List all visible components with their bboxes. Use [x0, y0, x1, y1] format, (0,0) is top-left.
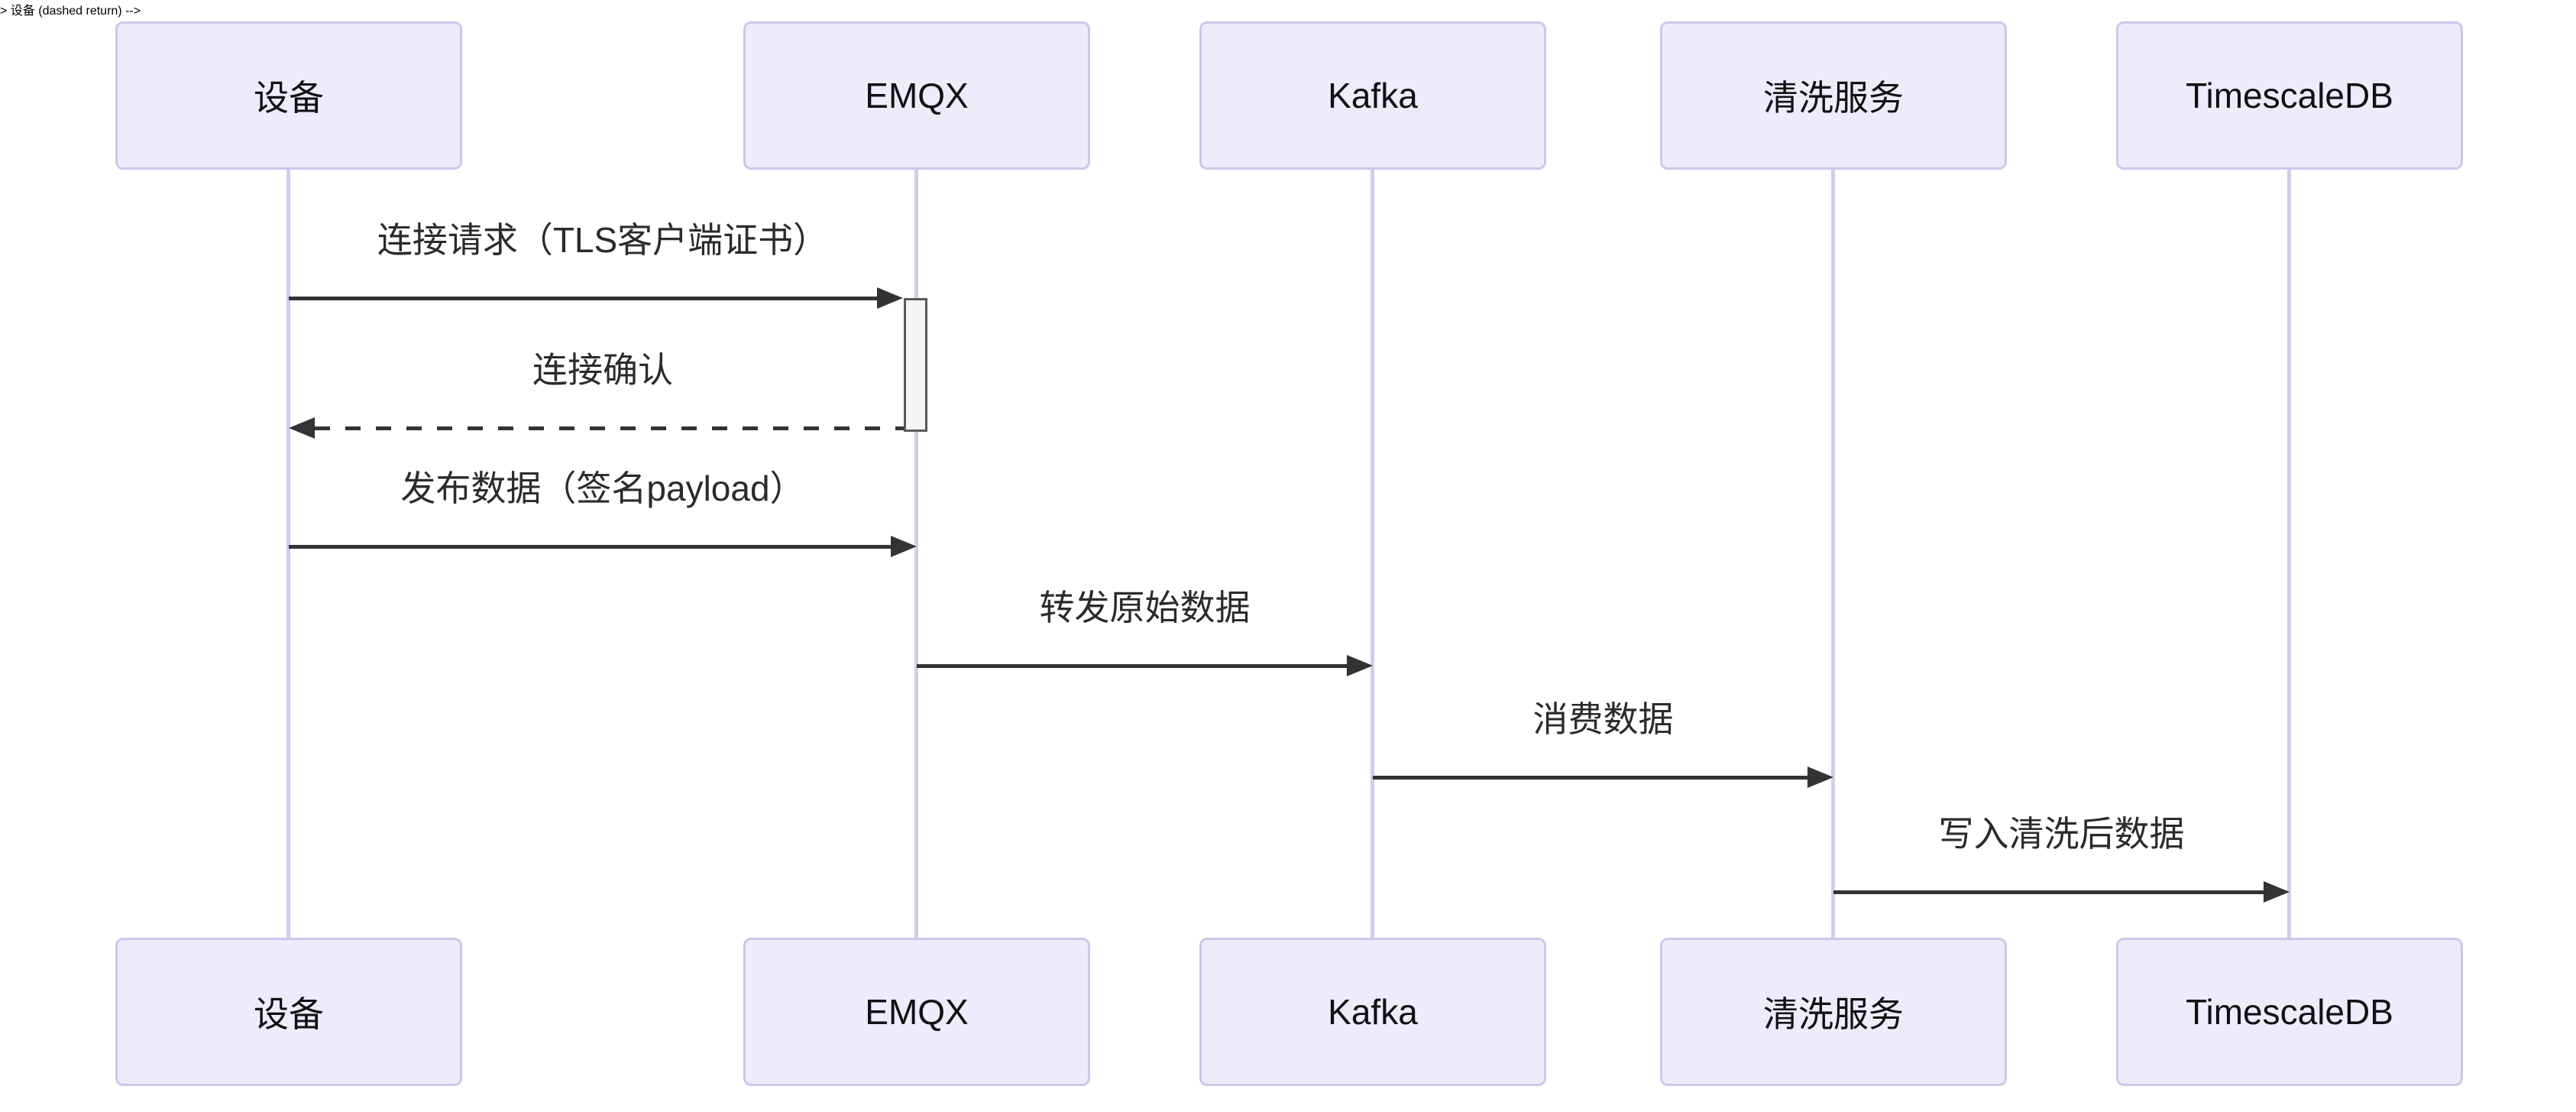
actor-label: 清洗服务 — [1763, 78, 1904, 118]
message-line-6 — [1833, 890, 2264, 894]
message-line-3 — [289, 545, 891, 549]
message-line-2 — [315, 426, 904, 430]
actor-bottom-device: 设备 — [115, 938, 462, 1086]
message-label-1: 连接请求（TLS客户端证书） — [377, 220, 829, 260]
actor-top-timescaledb: TimescaleDB — [2116, 21, 2463, 170]
actor-label: EMQX — [865, 992, 969, 1032]
actor-top-kafka: Kafka — [1199, 21, 1546, 170]
actor-bottom-kafka: Kafka — [1199, 938, 1546, 1086]
actor-bottom-cleaning-service: 清洗服务 — [1660, 938, 2007, 1086]
message-label-6: 写入清洗后数据 — [1938, 814, 2185, 854]
actor-label: EMQX — [865, 76, 969, 115]
actor-top-device: 设备 — [115, 21, 462, 170]
lifeline-cleaning-service — [1831, 170, 1835, 938]
actor-bottom-timescaledb: TimescaleDB — [2116, 938, 2463, 1086]
lifeline-device — [286, 170, 290, 938]
actor-top-emqx: EMQX — [743, 21, 1090, 170]
actor-top-cleaning-service: 清洗服务 — [1660, 21, 2007, 170]
actor-label: TimescaleDB — [2186, 992, 2393, 1032]
actor-label: 设备 — [254, 994, 324, 1034]
activation-bar-emqx — [904, 298, 927, 432]
arrowhead-right-icon — [1347, 655, 1373, 676]
lifeline-kafka — [1371, 170, 1374, 938]
actor-label: Kafka — [1328, 76, 1418, 115]
message-label-3: 发布数据（签名payload） — [400, 468, 805, 508]
arrowhead-right-icon — [891, 536, 917, 557]
actor-bottom-emqx: EMQX — [743, 938, 1090, 1086]
message-line-5 — [1373, 776, 1807, 780]
message-label-4: 转发原始数据 — [1039, 588, 1251, 627]
actor-label: 清洗服务 — [1763, 994, 1904, 1034]
actor-label: 设备 — [254, 78, 324, 118]
lifeline-timescaledb — [2287, 170, 2291, 938]
arrowhead-right-icon — [877, 287, 903, 309]
arrowhead-right-icon — [1807, 767, 1833, 788]
message-line-1 — [289, 297, 877, 300]
message-label-2: 连接确认 — [532, 350, 673, 390]
message-label-5: 消费数据 — [1532, 699, 1674, 739]
actor-label: Kafka — [1328, 992, 1418, 1032]
actor-label: TimescaleDB — [2186, 76, 2393, 115]
arrowhead-right-icon — [2264, 881, 2290, 903]
message-line-4 — [917, 664, 1347, 668]
arrowhead-left-icon — [289, 417, 315, 439]
